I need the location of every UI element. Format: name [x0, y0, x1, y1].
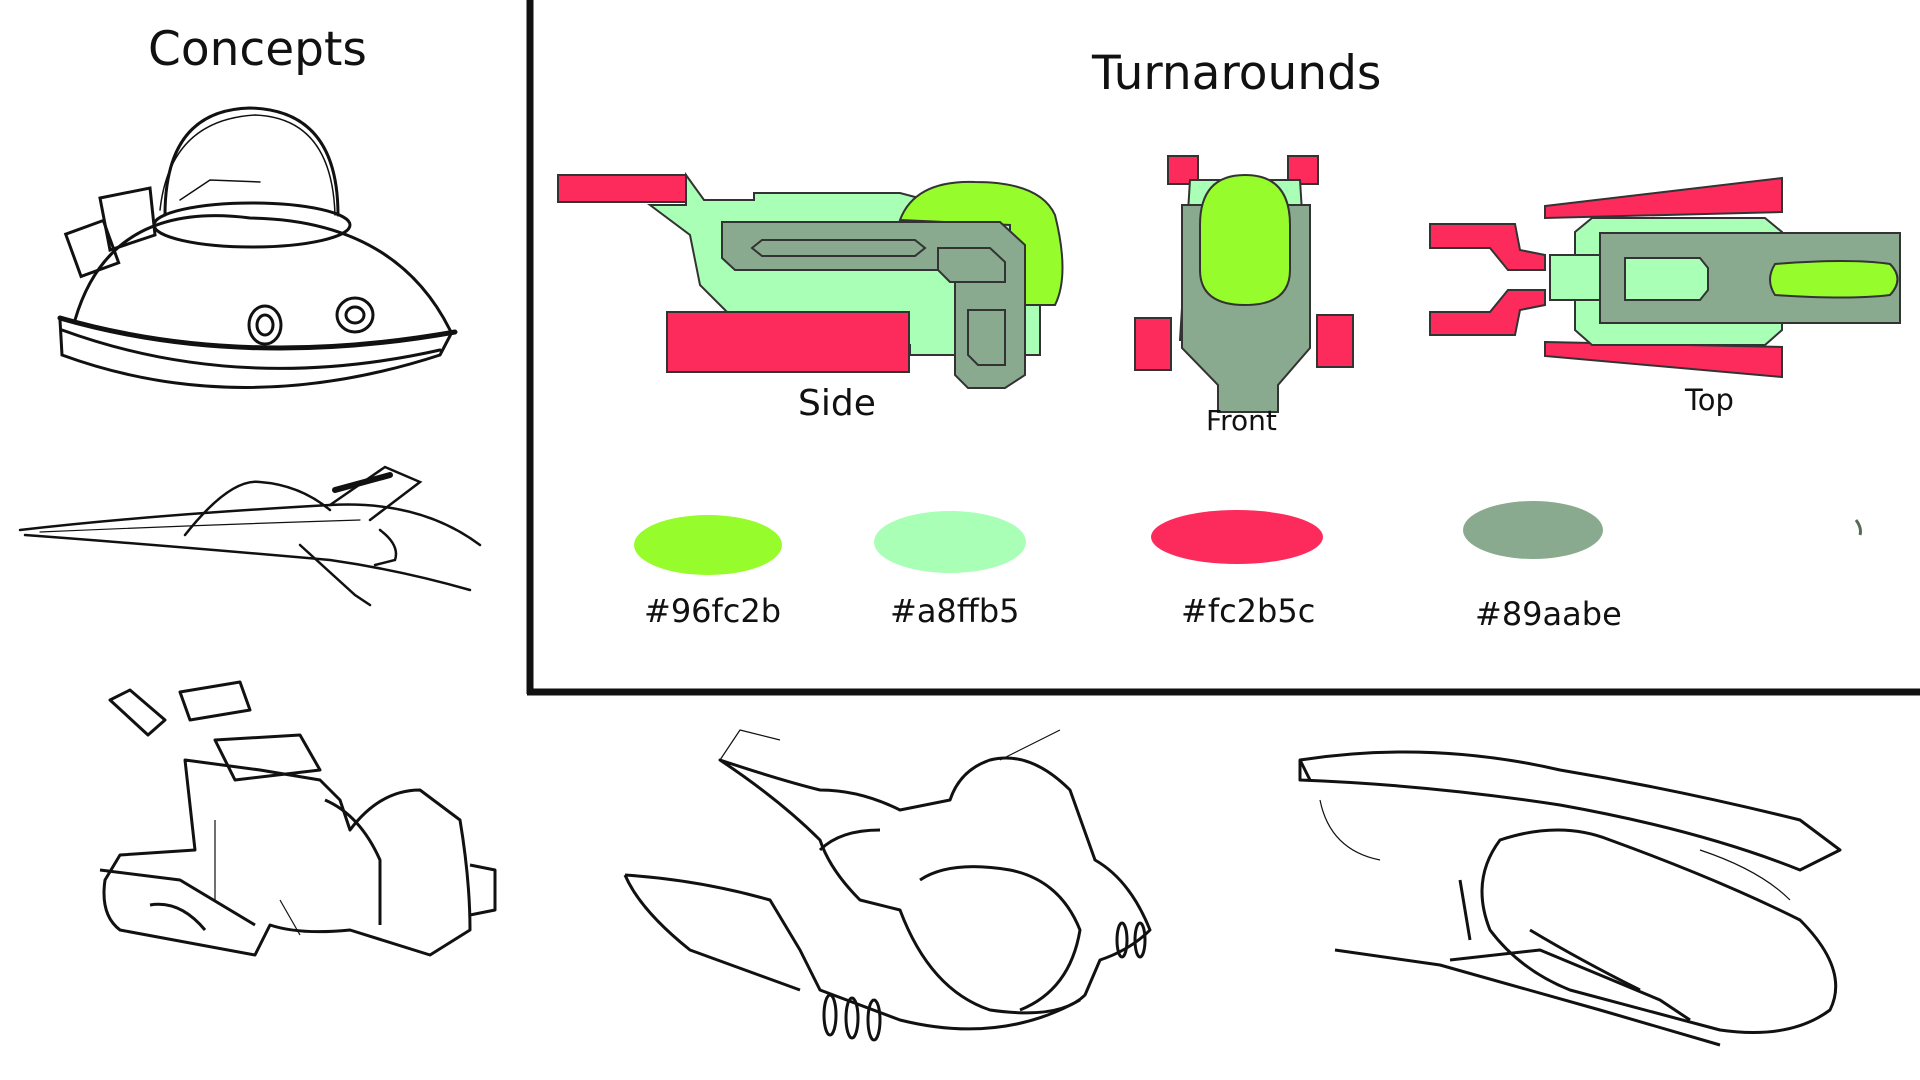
side-hull-panel	[937, 247, 1006, 283]
top-view-label: Top	[1685, 383, 1734, 417]
swatch-gray	[1463, 501, 1603, 559]
side-hull-vent	[967, 309, 1006, 366]
flat-jet-sketch-icon	[18, 465, 482, 607]
twin-engine-fighter-sketch-icon	[623, 729, 1152, 1042]
front-view-label: Front	[1206, 404, 1277, 437]
swatch-mint	[874, 511, 1026, 573]
turnarounds-frame	[526, 0, 1920, 696]
top-canopy	[1769, 260, 1899, 299]
swatch-lime	[634, 515, 782, 575]
top-lower-blade	[1544, 340, 1783, 379]
front-canopy	[1199, 173, 1291, 307]
side-bottom-wing	[666, 311, 910, 373]
turnarounds-title: Turnarounds	[1092, 46, 1382, 101]
swatch-red	[1151, 510, 1323, 564]
top-view-turnaround	[1429, 176, 1901, 379]
concepts-title: Concepts	[148, 22, 367, 77]
top-upper-claw	[1429, 223, 1546, 271]
long-cruiser-sketch-icon	[1298, 750, 1842, 1047]
palette-swatches	[634, 501, 1862, 575]
stray-mark	[1854, 519, 1862, 536]
swatch-gray-label: #89aabe	[1475, 595, 1622, 633]
top-upper-blade	[1544, 176, 1783, 220]
swatch-mint-label: #a8ffb5	[890, 592, 1020, 630]
swatch-lime-label: #96fc2b	[644, 592, 782, 630]
front-right-foot	[1316, 314, 1354, 368]
front-view-turnaround	[1134, 155, 1354, 413]
side-top-wing	[557, 174, 687, 203]
ufo-dome-sketch-icon	[57, 106, 458, 389]
top-lower-claw	[1429, 289, 1546, 336]
top-engine-block	[1624, 257, 1709, 301]
side-view-label: Side	[798, 383, 876, 424]
front-left-foot	[1134, 317, 1172, 371]
claw-ship-sketch-icon	[99, 680, 497, 957]
swatch-red-label: #fc2b5c	[1181, 592, 1316, 630]
side-view-turnaround	[557, 171, 1064, 389]
side-hull-slot	[750, 239, 927, 257]
